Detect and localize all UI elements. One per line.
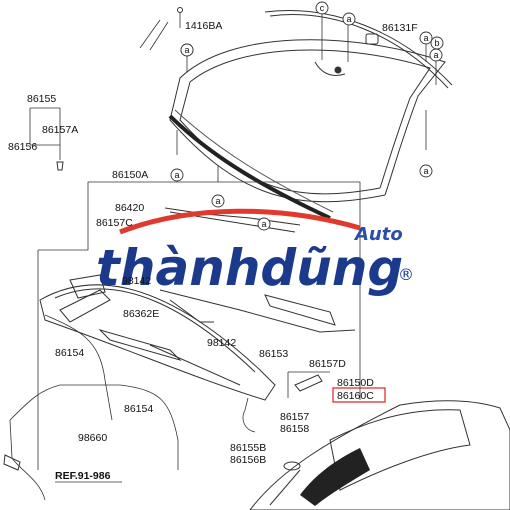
callout-letter: a (346, 14, 351, 24)
label-86154-a: 86154 (55, 347, 84, 359)
cowl-top-cover (39, 274, 276, 401)
label-86154-b: 86154 (124, 403, 153, 415)
label-86150D: 86150D (337, 377, 374, 389)
label-86155B: 86155B (230, 442, 266, 454)
label-86160C: 86160C (337, 390, 374, 402)
lower-windshield-molding (168, 109, 334, 220)
callout-a9: a (257, 217, 271, 231)
callout-circle (342, 12, 356, 26)
watermark-swoosh (119, 208, 361, 235)
callout-a3: a (211, 194, 225, 208)
label-98142-a: 98142 (122, 275, 151, 287)
watermark-sub: Auto (353, 224, 403, 245)
callout-circle (430, 36, 444, 50)
callout-circle (315, 1, 329, 15)
label-86156: 86156 (8, 141, 37, 153)
part-labels: 1416BA 86131F 86155 86157A 86156 86150A … (8, 20, 418, 483)
callout-letter: a (184, 45, 189, 55)
callout-letter: a (423, 33, 428, 43)
callout-circle (211, 194, 225, 208)
side-clip-86150D (287, 371, 330, 398)
callout-circles: aaaaaaabcaa (170, 1, 444, 231)
callout-circle (180, 43, 194, 57)
callout-a8: a (180, 43, 194, 57)
callout-letter: a (215, 196, 220, 206)
callout-a2: a (170, 168, 184, 182)
watermark-registered: ® (398, 265, 414, 284)
label-86157: 86157 (280, 411, 309, 423)
label-98142-b: 98142 (207, 337, 236, 349)
callout-letter: b (434, 38, 439, 48)
label-98660: 98660 (78, 432, 107, 444)
callout-a6: a (419, 164, 433, 178)
label-86420: 86420 (115, 202, 144, 214)
callout-a4: a (419, 31, 433, 45)
label-ref-91-986: REF.91-986 (55, 470, 111, 482)
label-86157A: 86157A (42, 124, 78, 136)
callout-c1: c (315, 1, 329, 15)
callout-letter: a (423, 166, 428, 176)
label-1416BA: 1416BA (185, 20, 222, 32)
callout-letter: a (174, 170, 179, 180)
callout-circle (257, 217, 271, 231)
label-86153: 86153 (259, 348, 288, 360)
callout-circle (419, 164, 433, 178)
label-86131F: 86131F (382, 22, 418, 34)
upper-molding-strip (264, 10, 453, 89)
callout-letter: c (320, 3, 325, 13)
weather-seal-strips (159, 207, 356, 333)
label-86362E: 86362E (123, 308, 159, 320)
left-clip-group (29, 107, 64, 171)
brand-watermark: thànhdũng Auto ® (96, 208, 414, 297)
callout-circle (419, 31, 433, 45)
label-86155: 86155 (27, 93, 56, 105)
callout-letter: a (261, 219, 266, 229)
label-86150A: 86150A (112, 169, 148, 181)
label-86156B: 86156B (230, 454, 266, 466)
top-fastener-clips (139, 7, 379, 51)
highlight-box-86160C (332, 387, 386, 403)
callout-a7: a (342, 12, 356, 26)
label-86157C: 86157C (96, 217, 133, 229)
callout-a5: a (429, 48, 443, 62)
label-86158: 86158 (280, 423, 309, 435)
callout-b1: b (430, 36, 444, 50)
windshield-glass (169, 39, 446, 203)
label-86157D: 86157D (309, 358, 346, 370)
callout-circle (170, 168, 184, 182)
watermark-main: thànhdũng (96, 239, 403, 297)
washer-hoses (3, 314, 256, 501)
car-illustration (249, 400, 510, 510)
cowl-panel-outline-box (37, 181, 361, 470)
callout-letter: a (433, 50, 438, 60)
